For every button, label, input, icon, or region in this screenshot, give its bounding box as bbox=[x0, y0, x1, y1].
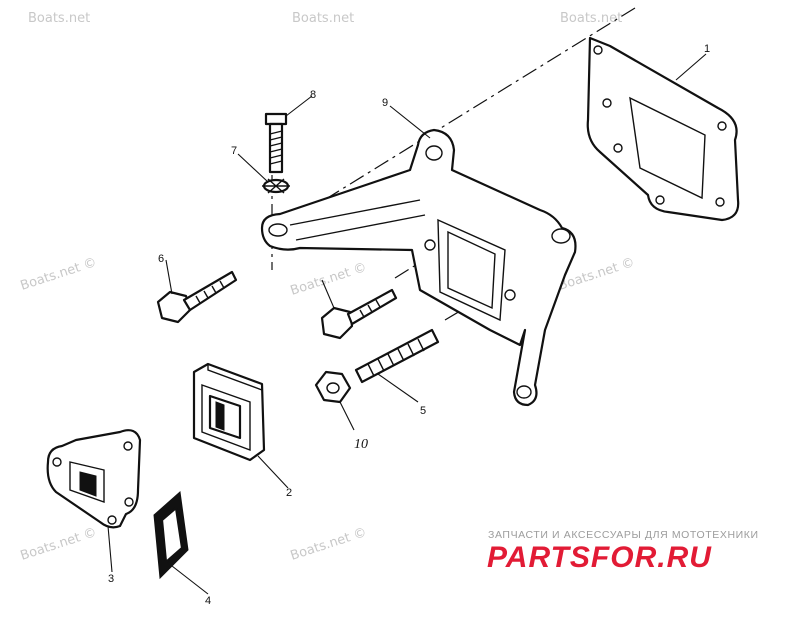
brand-logo-main: PARTSFOR bbox=[487, 541, 658, 574]
flange-bolt-secondary bbox=[320, 288, 398, 340]
callout-1: 1 bbox=[704, 43, 710, 55]
reed-block-part-2 bbox=[192, 362, 266, 462]
stud-part-5 bbox=[354, 328, 440, 384]
leader-lines bbox=[107, 53, 707, 595]
brand-tagline: ЗАПЧАСТИ И АКСЕССУАРЫ ДЛЯ МОТОТЕХНИКИ bbox=[488, 529, 759, 541]
callout-4: 4 bbox=[205, 595, 211, 607]
brand-logo: PARTSFOR.RU bbox=[487, 541, 712, 575]
callout-10: 10 bbox=[354, 437, 368, 452]
callout-6: 6 bbox=[158, 253, 164, 265]
callout-9: 9 bbox=[382, 97, 388, 109]
watermark: Boats.net © bbox=[289, 525, 369, 564]
watermark: Boats.net bbox=[292, 11, 354, 26]
callout-7: 7 bbox=[231, 145, 237, 157]
flange-bolt-part-6 bbox=[156, 270, 238, 324]
reed-petals-part-4 bbox=[153, 491, 189, 580]
lock-washer-part-7 bbox=[262, 178, 290, 194]
watermark: Boats.net bbox=[560, 11, 622, 26]
callout-3: 3 bbox=[108, 573, 114, 585]
gasket-part-1 bbox=[586, 36, 740, 222]
nut-part-10 bbox=[314, 370, 352, 404]
watermark: Boats.net © bbox=[19, 255, 99, 294]
callout-5: 5 bbox=[420, 405, 426, 417]
callout-labels: 1 2 3 4 5 6 7 8 9 10 bbox=[108, 43, 710, 607]
bracket-part-9 bbox=[260, 128, 577, 407]
reed-plate-part-3 bbox=[46, 429, 142, 529]
watermark: Boats.net © bbox=[289, 260, 369, 299]
watermark: Boats.net bbox=[28, 11, 90, 26]
watermark: Boats.net © bbox=[19, 525, 99, 564]
bolt-part-8 bbox=[264, 112, 288, 174]
callout-8: 8 bbox=[310, 89, 316, 101]
callout-2: 2 bbox=[286, 487, 292, 499]
brand-logo-suffix: .RU bbox=[657, 541, 712, 574]
